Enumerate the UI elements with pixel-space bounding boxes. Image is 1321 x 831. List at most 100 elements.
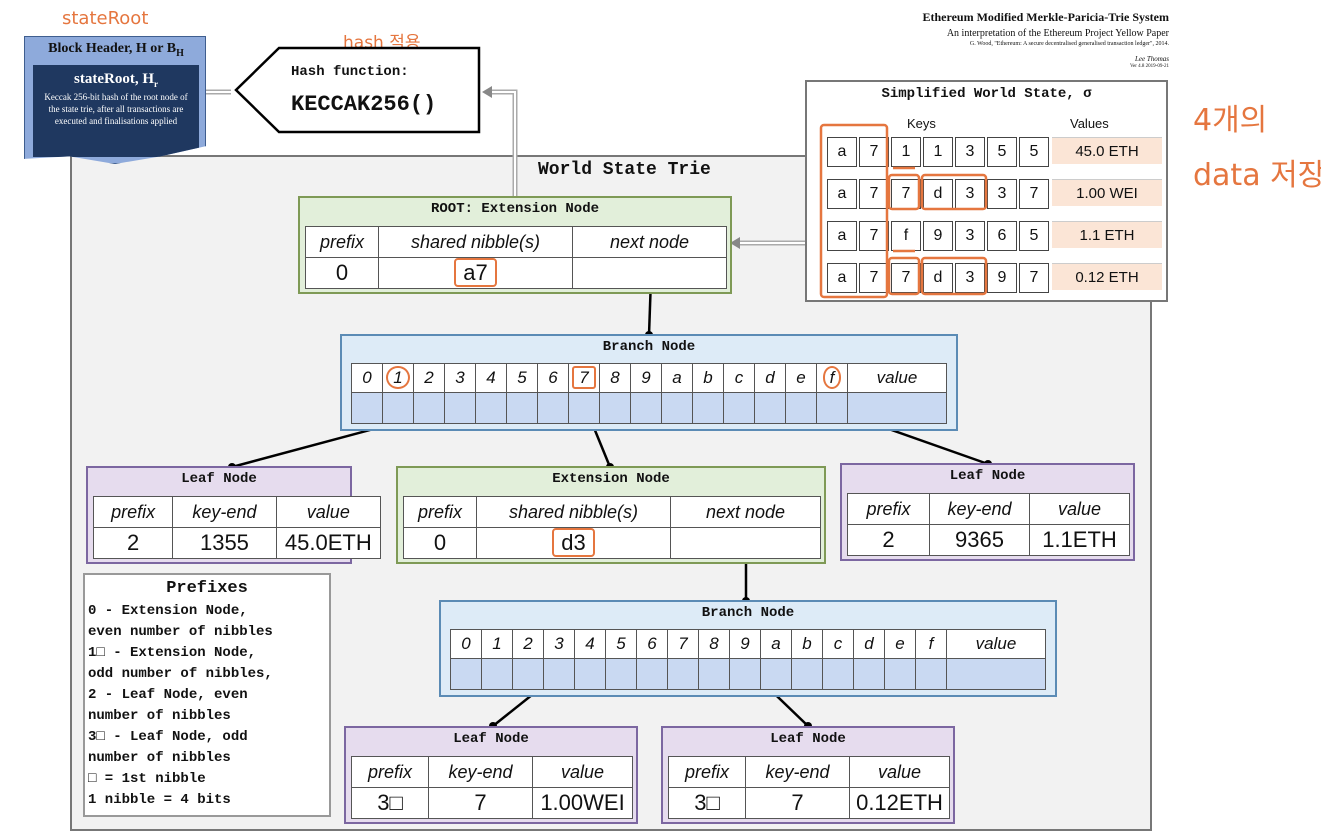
header-value: value	[532, 756, 633, 788]
header-key-end: key-end	[172, 496, 277, 528]
branch-slot	[475, 392, 507, 424]
key-nibble: 5	[1019, 221, 1049, 251]
branch-slot-label: a	[661, 363, 693, 393]
leaf-value: 1.00WEI	[532, 787, 633, 819]
branch-node-bottom: Branch Node 0 1 2 3 4 5 6 7 8 9 a b c d …	[439, 600, 1057, 697]
branch-slot	[754, 392, 786, 424]
header-value: value	[849, 756, 950, 788]
branch-slot-label: 9	[729, 629, 761, 659]
prefix-line: 1□ - Extension Node,	[88, 645, 257, 661]
prefix-legend-title: Prefixes	[166, 579, 248, 598]
branch-value-label: value	[847, 363, 947, 393]
branch-slot	[512, 658, 544, 690]
prefix-line: number of nibbles	[88, 708, 231, 724]
world-state-row: a 7 1 1 3 5 5	[827, 137, 1051, 167]
branch-slot-label: 3	[444, 363, 476, 393]
key-nibble: d	[923, 179, 953, 209]
branch-slot	[884, 658, 916, 690]
prefix-line: 2 - Leaf Node, even	[88, 687, 248, 703]
key-end-value: 9365	[929, 524, 1030, 556]
prefix-line: even number of nibbles	[88, 624, 273, 640]
node-table: prefix key-end value 3□ 7 1.00WEI	[351, 756, 633, 819]
branch-slot-label: 6	[537, 363, 569, 393]
branch-slot-label: 1	[382, 363, 414, 393]
branch-slot	[791, 658, 823, 690]
branch-slot	[351, 392, 383, 424]
key-nibble: 7	[859, 221, 889, 251]
branch-slot	[822, 658, 854, 690]
header-prefix: prefix	[351, 756, 429, 788]
hash-function-name: KECCAK256()	[291, 92, 437, 117]
value-cell: 1.00 WEI	[1052, 179, 1162, 206]
key-nibble: 7	[1019, 263, 1049, 293]
branch-slot-label: 0	[450, 629, 482, 659]
branch-slot	[667, 658, 699, 690]
node-table: prefix key-end value 3□ 7 0.12ETH	[668, 756, 950, 819]
key-nibble: 7	[859, 137, 889, 167]
doc-citation: G. Wood, "Ethereum: A secure decentralis…	[969, 41, 1169, 47]
node-table: prefix shared nibble(s) next node 0 d3	[403, 496, 821, 559]
prefix-value: 2	[92, 527, 174, 559]
doc-title: Ethereum Modified Merkle-Paricia-Trie Sy…	[922, 10, 1170, 24]
node-title: Leaf Node	[453, 731, 529, 747]
header-next-node: next node	[572, 226, 727, 258]
value-cell: 1.1 ETH	[1052, 221, 1162, 248]
branch-slot	[661, 392, 693, 424]
key-nibble: 7	[859, 179, 889, 209]
header-next-node: next node	[670, 496, 821, 528]
key-end-value: 1355	[172, 527, 277, 559]
doc-author: Lee Thomas	[1134, 55, 1169, 63]
branch-node-top: Branch Node 0 1 2 3 4 5 6 7 8 9 a b c d …	[340, 334, 958, 431]
key-nibble: a	[827, 179, 857, 209]
header-key-end: key-end	[428, 756, 533, 788]
key-nibble: 3	[955, 221, 985, 251]
value-cell: 45.0 ETH	[1052, 137, 1162, 164]
branch-slot-label: 7	[568, 363, 600, 393]
world-state-table: Simplified World State, σ Keys Values a …	[805, 80, 1168, 302]
key-nibble: 7	[1019, 179, 1049, 209]
branch-slot-label: 3	[543, 629, 575, 659]
world-state-row: a 7 7 d 3 9 7	[827, 263, 1051, 293]
leaf-node-bottom-right: Leaf Node prefix key-end value 3□ 7 0.12…	[661, 726, 955, 824]
next-node-pointer	[572, 257, 727, 289]
prefix-value: 0	[305, 257, 379, 289]
node-title: Branch Node	[602, 339, 696, 355]
branch-table: 0 1 2 3 4 5 6 7 8 9 a b c d e f value	[450, 629, 1046, 690]
key-nibble: 3	[955, 137, 985, 167]
header-prefix: prefix	[305, 226, 379, 258]
branch-slot-label: b	[791, 629, 823, 659]
state-root-description: Keccak 256-bit hash of the root node of …	[44, 92, 188, 126]
node-title: Leaf Node	[181, 471, 257, 487]
header-prefix: prefix	[847, 493, 930, 525]
branch-slot	[413, 392, 445, 424]
key-nibble: a	[827, 221, 857, 251]
key-nibble: 3	[987, 179, 1017, 209]
branch-slot-label: c	[822, 629, 854, 659]
highlight-marks	[819, 123, 988, 299]
branch-slot-label: 0	[351, 363, 383, 393]
prefix-line: number of nibbles	[88, 750, 231, 766]
block-header-box: Block Header, H or BH stateRoot, Hr Kecc…	[24, 36, 206, 164]
branch-slot-label: 8	[698, 629, 730, 659]
branch-slot	[382, 392, 414, 424]
node-title: Branch Node	[701, 605, 795, 621]
leaf-node-right: Leaf Node prefix key-end value 2 9365 1.…	[840, 463, 1135, 561]
hash-box-shape	[234, 46, 481, 134]
block-header-title: Block Header, H or BH	[48, 41, 184, 59]
branch-slot-label: 4	[574, 629, 606, 659]
node-title: Leaf Node	[770, 731, 846, 747]
world-state-trie-title: World State Trie	[538, 160, 711, 180]
branch-slot-label: d	[853, 629, 885, 659]
prefix-value: 3□	[351, 787, 429, 819]
branch-slot-label: 5	[506, 363, 538, 393]
branch-slot	[729, 658, 761, 690]
branch-slot-label: 8	[599, 363, 631, 393]
branch-slot	[568, 392, 600, 424]
branch-slot	[698, 658, 730, 690]
key-nibble: 1	[923, 137, 953, 167]
header-shared-nibbles: shared nibble(s)	[476, 496, 671, 528]
branch-slot	[636, 658, 668, 690]
branch-slot	[915, 658, 947, 690]
branch-slot	[785, 392, 817, 424]
leaf-node-left: Leaf Node prefix key-end value 2 1355 45…	[86, 466, 382, 564]
